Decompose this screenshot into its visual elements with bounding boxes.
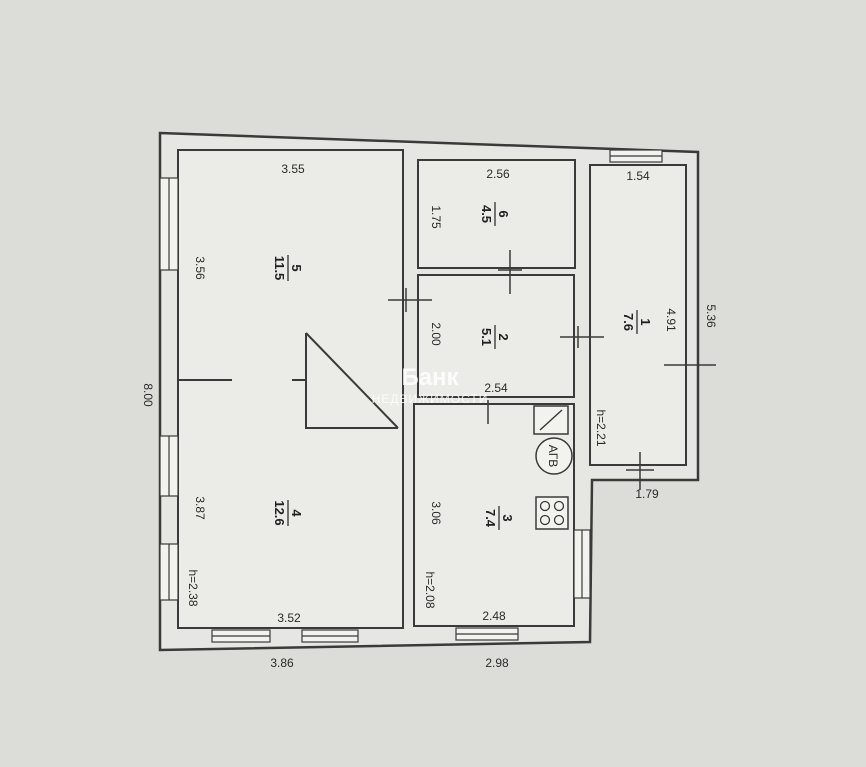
room-6-label: 6 4.5 [479, 202, 511, 226]
room-6-outline [417, 159, 576, 269]
stair-block [305, 333, 398, 429]
dim-r4-width: 3.52 [277, 611, 301, 625]
room-5-area: 11.5 [272, 256, 287, 281]
sink-diagonal [539, 409, 563, 431]
room-4-number: 4 [289, 509, 304, 517]
dim-r1-depth: 4.91 [664, 308, 678, 332]
room-4-area: 12.6 [272, 500, 287, 525]
dim-r6-depth: 1.75 [429, 205, 443, 229]
room-2-number: 2 [496, 333, 511, 340]
height-r4: h=2.38 [186, 569, 200, 606]
stove-burners [539, 500, 565, 526]
room-5-label: 5 11.5 [272, 255, 304, 281]
door-marks [388, 250, 716, 490]
room-6-area: 4.5 [479, 205, 494, 223]
room-2-label: 2 5.1 [479, 325, 511, 349]
dim-r3-depth: 3.06 [429, 501, 443, 525]
room-1-number: 1 [638, 318, 653, 325]
room-2-outline [417, 274, 575, 398]
dim-r5-width: 3.55 [281, 162, 305, 176]
room-3-area: 7.4 [483, 509, 498, 528]
room-6-number: 6 [496, 210, 511, 217]
height-r3: h=2.08 [423, 571, 437, 608]
dim-r1-bottom: 1.79 [635, 487, 659, 501]
dim-r4-depth: 3.87 [193, 496, 207, 520]
room-3-label: 3 7.4 [483, 506, 515, 530]
dim-r3-width: 2.48 [482, 609, 506, 623]
room-1-label: 1 7.6 [621, 310, 653, 334]
room-4-5-outline [177, 149, 404, 629]
room-1-outline [589, 164, 687, 466]
room-3-number: 3 [500, 514, 515, 521]
room-1-area: 7.6 [621, 313, 636, 331]
dim-outer-right: 5.36 [704, 304, 718, 328]
boiler-circle [535, 437, 573, 475]
dim-outer-bottom-left: 3.86 [270, 656, 294, 670]
windows [159, 149, 663, 643]
dim-r2-width: 2.54 [484, 381, 508, 395]
height-r1: h=2.21 [594, 409, 608, 446]
dim-total-height: 8.00 [141, 383, 155, 407]
dim-r5-depth: 3.56 [193, 256, 207, 280]
room-2-area: 5.1 [479, 328, 494, 346]
dim-r6-width: 2.56 [486, 167, 510, 181]
stair-diagonal [305, 332, 399, 429]
dim-outer-bottom-right: 2.98 [485, 656, 509, 670]
watermark-line1: Банк [401, 364, 459, 391]
dim-r2-depth: 2.00 [429, 322, 443, 346]
room-4-label: 4 12.6 [272, 500, 304, 526]
dim-r1-width: 1.54 [626, 169, 650, 183]
watermark-line2: НЕДВИЖИМОСТИ [372, 392, 489, 406]
stove-icon [535, 496, 569, 530]
boiler-label: АГВ [546, 445, 560, 468]
room-5-number: 5 [289, 264, 304, 271]
